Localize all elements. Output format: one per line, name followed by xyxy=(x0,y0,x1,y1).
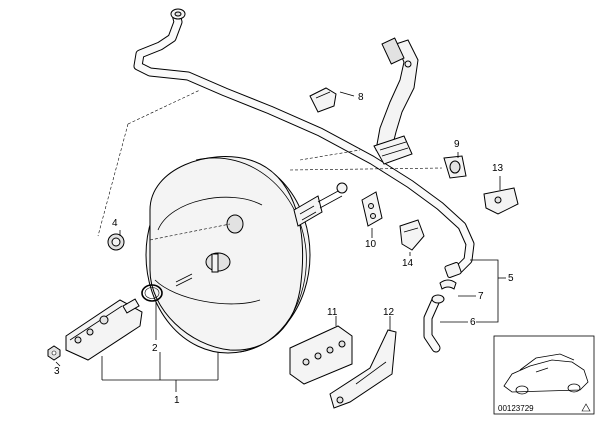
callout-9: 9 xyxy=(454,139,460,150)
callout-4: 4 xyxy=(112,218,118,229)
callout-13: 13 xyxy=(492,163,504,174)
callout-5: 5 xyxy=(508,273,514,284)
hose-clip xyxy=(439,279,457,290)
callout-2: 2 xyxy=(152,343,158,354)
vacuum-hose xyxy=(133,8,475,278)
warning-triangle-icon xyxy=(581,403,591,412)
callout-11: 11 xyxy=(327,307,338,318)
reference-number: 00123729 xyxy=(498,404,534,413)
callout-6: 6 xyxy=(470,317,476,328)
brake-booster xyxy=(145,156,348,354)
o-ring xyxy=(141,284,163,302)
bracket-13 xyxy=(483,187,519,215)
callout-14: 14 xyxy=(402,258,414,269)
bracket-12 xyxy=(329,329,397,409)
callout-12: 12 xyxy=(383,307,395,318)
hose-section xyxy=(423,294,445,353)
car-silhouette xyxy=(503,353,589,395)
nut xyxy=(47,345,61,361)
vehicle-inset: 00123729 xyxy=(493,335,595,415)
grommet xyxy=(107,233,125,251)
damper-11 xyxy=(289,325,353,385)
callout-1: 1 xyxy=(174,395,180,406)
callout-10: 10 xyxy=(365,239,377,250)
callout-3: 3 xyxy=(54,366,60,377)
bushing-9 xyxy=(443,155,467,179)
callout-7: 7 xyxy=(478,291,484,302)
callout-8: 8 xyxy=(358,92,364,103)
adapter-block xyxy=(65,298,143,361)
clamp-10 xyxy=(361,191,383,227)
brake-pedal xyxy=(373,37,419,165)
callouts: 1 2 3 4 5 6 7 8 9 10 11 12 13 14 xyxy=(54,92,514,406)
hose-holder-14 xyxy=(399,219,425,251)
clip-8 xyxy=(309,87,337,113)
leader-lines xyxy=(55,89,506,392)
